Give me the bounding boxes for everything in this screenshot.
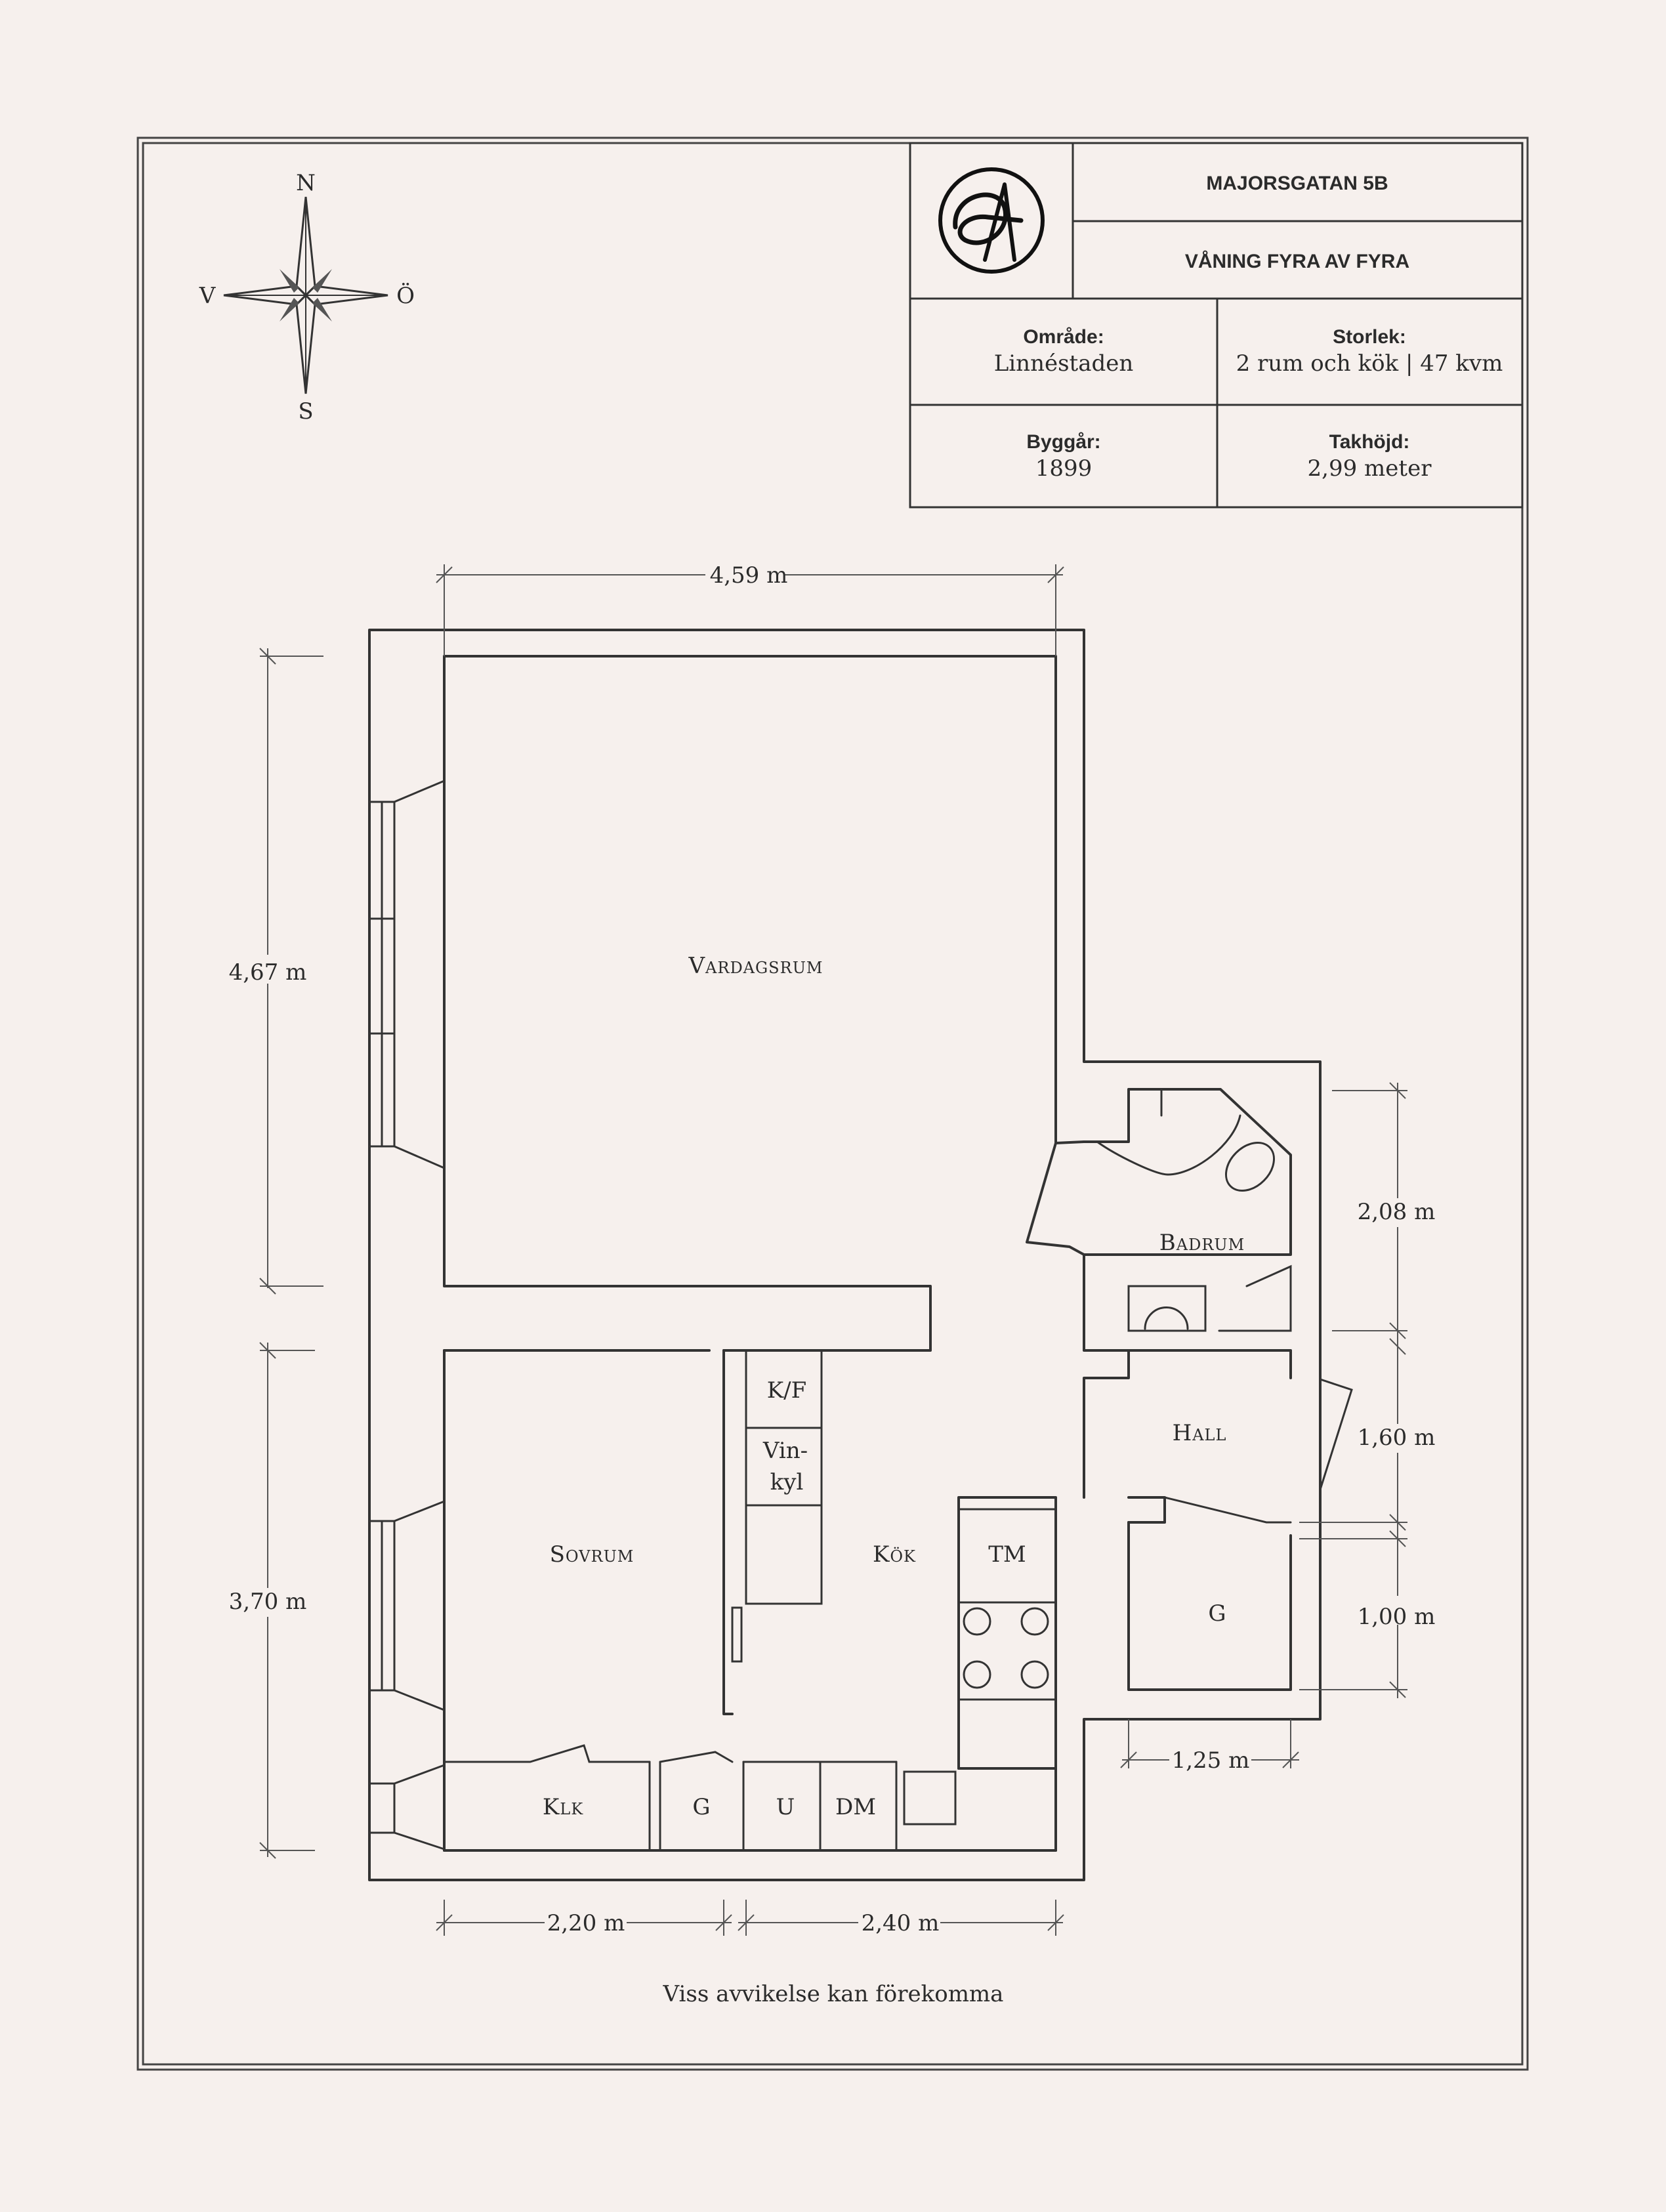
dim-right-upper: 2,08 m xyxy=(1358,1199,1436,1225)
dimension-lines: 4,59 m 4,67 m 3,70 m 2,20 m 2,40 m xyxy=(223,558,1440,1937)
compass-south: S xyxy=(298,398,313,425)
page-frame xyxy=(136,136,1529,2071)
room-labels: Vardagsrum Sovrum Kök Badrum Hall Klk G … xyxy=(543,953,1245,1820)
dim-right-lower: 1,00 m xyxy=(1358,1604,1436,1630)
height-label: Takhöjd: xyxy=(1329,431,1410,453)
closet-g: G xyxy=(692,1794,710,1820)
window-upper-left xyxy=(368,780,446,1169)
compass-west: V xyxy=(199,283,217,309)
label-vinkyl-2: kyl xyxy=(770,1469,804,1495)
size-value: 2 rum och kök | 47 kvm xyxy=(1236,350,1503,377)
room-hall: Hall xyxy=(1173,1420,1227,1446)
closet-u: U xyxy=(776,1794,795,1820)
label-vinkyl-1: Vin- xyxy=(762,1438,808,1464)
built-label: Byggår: xyxy=(1026,431,1100,453)
address-title: MAJORSGATAN 5B xyxy=(1206,173,1388,194)
dim-bottom-left: 2,20 m xyxy=(547,1910,625,1936)
compass-east: Ö xyxy=(396,282,415,309)
room-vardagsrum: Vardagsrum xyxy=(688,953,823,979)
window-lower-left xyxy=(368,1500,446,1711)
dim-left-lower: 3,70 m xyxy=(229,1589,307,1615)
room-kok: Kök xyxy=(873,1541,916,1568)
room-badrum: Badrum xyxy=(1159,1230,1245,1256)
dim-left-upper: 4,67 m xyxy=(229,959,307,986)
floor-title: VÅNING FYRA AV FYRA xyxy=(1185,251,1409,272)
size-label: Storlek: xyxy=(1333,326,1406,348)
area-value: Linnéstaden xyxy=(994,350,1134,377)
window-klk xyxy=(368,1764,446,1850)
room-sovrum: Sovrum xyxy=(550,1541,635,1568)
label-tm: TM xyxy=(988,1541,1026,1568)
label-kf: K/F xyxy=(767,1377,806,1404)
compass-north: N xyxy=(296,170,316,196)
dim-right-middle: 1,60 m xyxy=(1358,1425,1436,1451)
dim-bottom-g: 1,25 m xyxy=(1172,1747,1250,1774)
built-value: 1899 xyxy=(1035,455,1093,482)
compass-rose-icon: N S Ö V xyxy=(199,170,415,425)
closet-dm: DM xyxy=(835,1794,876,1820)
monogram-logo-icon xyxy=(938,167,1045,274)
room-klk: Klk xyxy=(543,1794,583,1820)
dim-top: 4,59 m xyxy=(710,562,788,589)
disclaimer-text: Viss avvikelse kan förekomma xyxy=(663,1981,1004,2007)
title-block: MAJORSGATAN 5B VÅNING FYRA AV FYRA Områd… xyxy=(909,142,1524,509)
height-value: 2,99 meter xyxy=(1308,455,1432,482)
area-label: Område: xyxy=(1023,326,1104,348)
room-g: G xyxy=(1208,1600,1226,1627)
dim-bottom-right: 2,40 m xyxy=(862,1910,940,1936)
